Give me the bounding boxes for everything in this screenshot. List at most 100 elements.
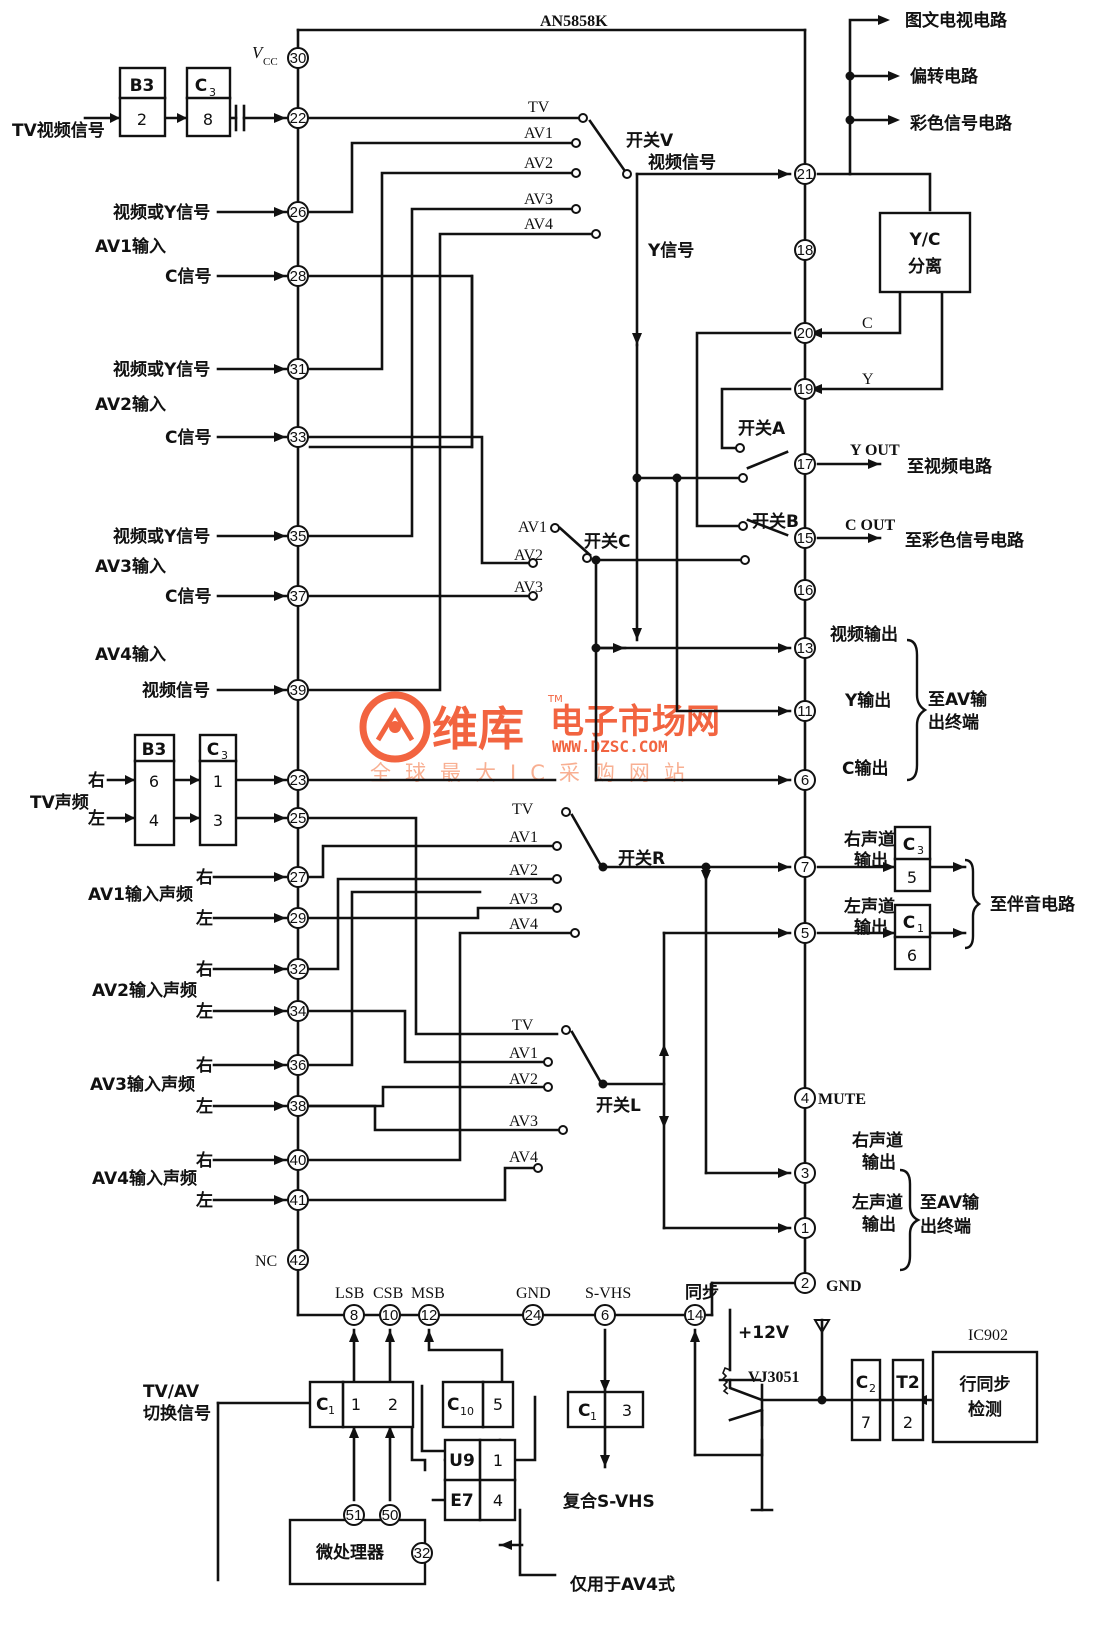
y-out-av-label: Y输出 [844, 690, 891, 711]
pin-27: 27 [290, 869, 307, 886]
teletext-label: 图文电视电路 [905, 10, 1008, 31]
pin-11: 11 [797, 703, 813, 720]
pin-23: 23 [290, 772, 307, 789]
av2-input-label: AV2输入 [95, 394, 166, 415]
av2-c-label: C信号 [165, 427, 211, 448]
tv-audio-label: TV声频 [30, 792, 89, 813]
tv-contact-l: TV [512, 1017, 534, 1034]
right-ch-label: 右声道 [844, 829, 895, 850]
pin-33: 33 [290, 429, 307, 446]
tv-audio-right: 右 [88, 770, 105, 791]
right-ch-av-label: 右声道 [852, 1130, 903, 1151]
av4-contact-l: AV4 [509, 1149, 538, 1166]
e7-pin: 4 [493, 1491, 503, 1510]
u9-pin: 1 [493, 1451, 503, 1470]
switch-c-label: 开关C [584, 531, 630, 552]
sync-label: 同步 [685, 1282, 719, 1303]
sound-boxes: C 3 5 C 1 6 [893, 825, 932, 971]
b3-label: B3 [130, 76, 155, 96]
pins-left: 30 22 26 28 31 33 35 37 39 23 25 27 29 3… [287, 47, 309, 1271]
vj3051-label: VJ3051 [748, 1369, 800, 1386]
pin-8: 8 [350, 1307, 358, 1324]
av4-contact-v: AV4 [524, 216, 553, 233]
av1-c-label: C信号 [165, 266, 211, 287]
tv-contact-v: TV [528, 99, 550, 116]
av1-contact-v: AV1 [524, 125, 553, 142]
c3-audio-sub: 3 [221, 749, 228, 762]
av2-contact-v: AV2 [524, 155, 553, 172]
sound-brace [964, 858, 982, 950]
rc1-pin: 6 [907, 946, 917, 965]
av1-audio-right: 右 [196, 867, 213, 888]
switch-r-label: 开关R [618, 848, 665, 869]
t2-pin: 2 [903, 1413, 913, 1432]
switch-labels: TV AV1 AV2 AV3 AV4 开关V 视频信号 Y信号 开关A 开关B … [509, 99, 874, 1166]
gnd-right-label: GND [826, 1278, 862, 1295]
av3-contact-c: AV3 [514, 579, 543, 596]
av2-audio-label: AV2输入声频 [92, 980, 197, 1001]
c-line-label: C [862, 315, 873, 332]
video-routing [308, 15, 944, 785]
composite-svhs-label: 复合S-VHS [562, 1491, 655, 1512]
rc1-sub: 1 [917, 922, 924, 935]
av1-video-label: 视频或Y信号 [113, 202, 210, 223]
pin-31: 31 [290, 361, 307, 378]
yc-label-2: 分离 [908, 256, 942, 277]
pin-39: 39 [290, 682, 307, 699]
lsb-label: LSB [335, 1285, 364, 1302]
bottom-circuit [216, 1308, 935, 1582]
pin-26: 26 [290, 204, 307, 221]
svhs-c1-pin: 3 [622, 1401, 632, 1420]
pin-29: 29 [290, 910, 307, 927]
pin-41: 41 [290, 1192, 307, 1209]
right-labels: 图文电视电路 偏转电路 彩色信号电路 Y OUT 至视频电路 C OUT 至彩色… [818, 10, 1076, 1295]
to-av-label-2: 出终端 [928, 712, 979, 733]
c10-sub: 10 [460, 1405, 474, 1418]
pin-37: 37 [290, 588, 307, 605]
av4-input-label: AV4输入 [95, 644, 166, 665]
av3-contact-v: AV3 [524, 191, 553, 208]
c3-audio-pin-b: 3 [213, 811, 223, 830]
av3-input-label: AV3输入 [95, 556, 166, 577]
to-video-label: 至视频电路 [907, 456, 993, 477]
right-ch-out: 输出 [854, 850, 888, 871]
svhs-c1-label: C [578, 1401, 590, 1421]
pin-32-mpu: 32 [414, 1545, 431, 1562]
msb-label: MSB [411, 1285, 445, 1302]
pin-13: 13 [797, 640, 814, 657]
watermark-brand: 维库 [432, 702, 524, 756]
watermark-url: WWW.DZSC.COM [552, 737, 668, 756]
left-ch-label: 左声道 [844, 896, 895, 917]
left-ch-av-out: 输出 [862, 1214, 896, 1235]
c3-pin: 8 [203, 110, 213, 129]
pin-15: 15 [797, 530, 814, 547]
pin-20: 20 [797, 325, 814, 342]
watermark-logo-icon [359, 691, 431, 763]
right-ch-av-out: 输出 [862, 1152, 896, 1173]
left-labels: TV视频信号 视频或Y信号 AV1输入 C信号 视频或Y信号 AV2输入 C信号… [12, 120, 277, 1270]
pin-1: 1 [801, 1220, 809, 1237]
switch-v-label: 开关V [626, 130, 674, 151]
av2-contact-l: AV2 [509, 1071, 538, 1088]
b3-pin: 2 [137, 110, 147, 129]
video-signal-label: 视频信号 [648, 152, 716, 173]
pin-51: 51 [346, 1507, 363, 1524]
pin-34: 34 [290, 1003, 307, 1020]
watermark: 维库 电子市场网 WWW.DZSC.COM TM 全球最大IC采购网站 [359, 691, 720, 785]
ic902-line2: 检测 [968, 1399, 1002, 1420]
c3-sub: 3 [209, 86, 216, 99]
switch-a-label: 开关A [738, 418, 786, 439]
pin-2: 2 [801, 1275, 809, 1292]
av3-audio-label: AV3输入声频 [90, 1074, 195, 1095]
av2-audio-left: 左 [196, 1001, 213, 1022]
tv-contact-r: TV [512, 801, 534, 818]
video-out-label: 视频输出 [830, 624, 898, 645]
pin-38: 38 [290, 1098, 307, 1115]
pin-32: 32 [290, 961, 307, 978]
c-out-label: C OUT [845, 517, 896, 534]
av3-video-label: 视频或Y信号 [113, 526, 210, 547]
av1-contact-c: AV1 [518, 519, 547, 536]
rc3-sub: 3 [917, 844, 924, 857]
b3-audio-pin-b: 4 [149, 811, 159, 830]
to-av-audio-1: 至AV输 [920, 1192, 980, 1213]
